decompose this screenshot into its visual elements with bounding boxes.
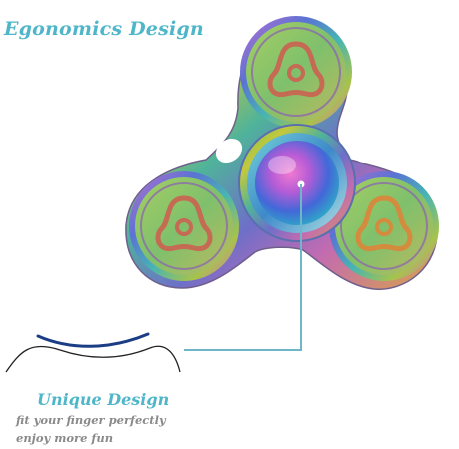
left-pad — [129, 171, 239, 281]
center-bearing — [238, 124, 356, 242]
heading-text: Egonomics Design — [4, 18, 204, 40]
top-pad — [240, 16, 352, 128]
feature-line-2: enjoy more fun — [16, 431, 114, 445]
feature-line-1: fit your finger perfectly — [16, 413, 166, 427]
finger-curve-icon — [5, 332, 181, 373]
feature-title: Unique Design — [37, 390, 170, 409]
right-pad — [329, 171, 439, 281]
callout-line — [184, 184, 302, 351]
